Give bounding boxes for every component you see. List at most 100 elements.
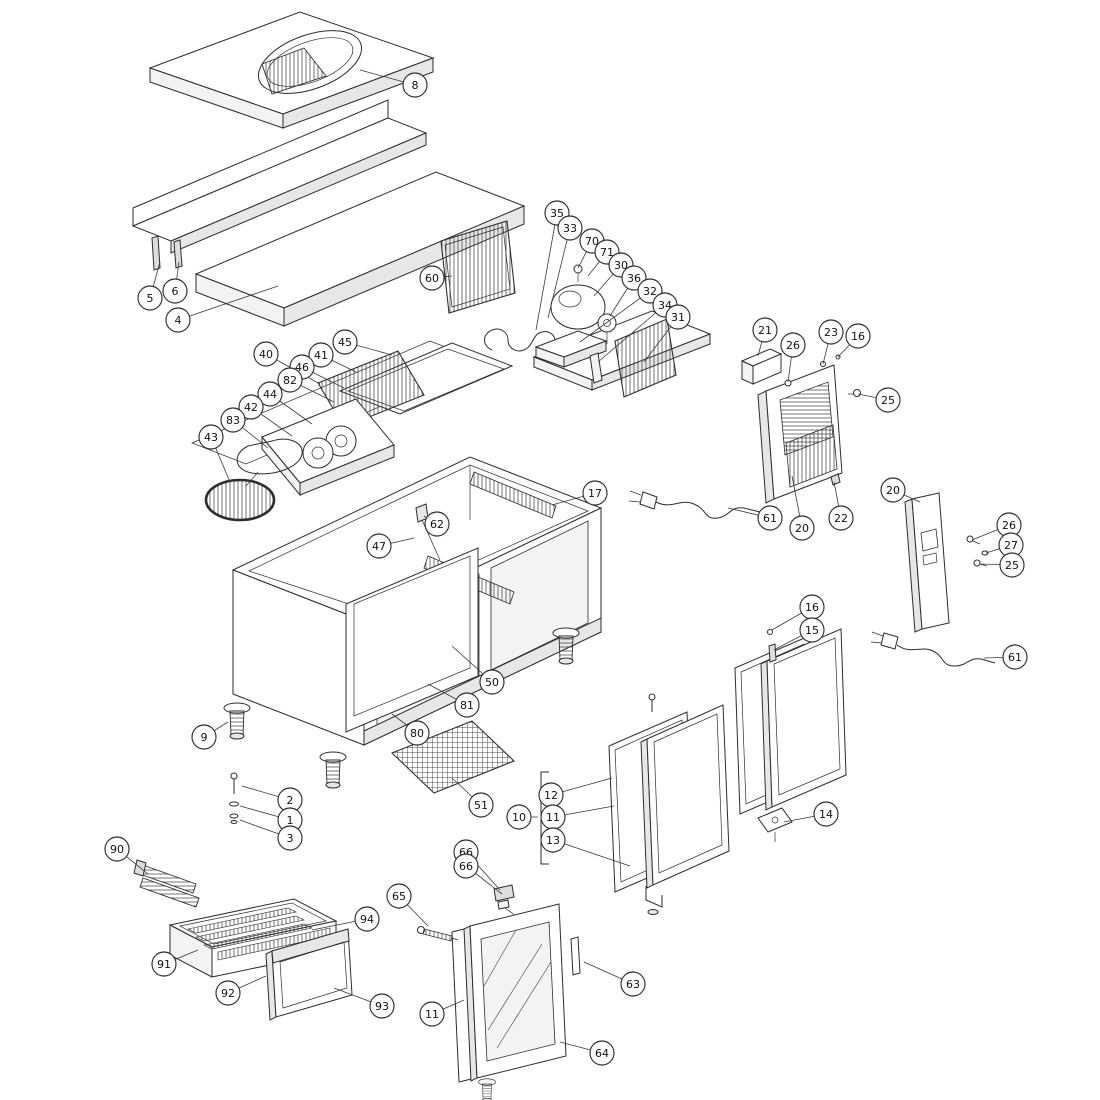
callout-31: 31 xyxy=(665,304,691,330)
svg-text:20: 20 xyxy=(886,484,900,497)
callout-2: 2 xyxy=(277,787,303,813)
svg-text:23: 23 xyxy=(824,326,838,339)
power-cord-2 xyxy=(870,631,996,667)
drawer-rails xyxy=(133,859,200,908)
svg-text:62: 62 xyxy=(430,518,444,531)
callout-27: 27 xyxy=(998,532,1024,558)
svg-text:91: 91 xyxy=(157,958,171,971)
svg-text:3: 3 xyxy=(287,832,294,845)
glass-pane xyxy=(480,921,556,1062)
adjustable-foot-2 xyxy=(319,751,347,789)
glass-door xyxy=(451,903,581,1100)
callout-3: 3 xyxy=(277,825,303,851)
control-panel xyxy=(904,492,950,633)
callout-41: 41 xyxy=(308,342,334,368)
svg-text:10: 10 xyxy=(512,811,526,824)
callout-12: 12 xyxy=(538,782,564,808)
power-cord xyxy=(628,490,761,519)
svg-text:25: 25 xyxy=(881,394,895,407)
callout-4: 4 xyxy=(165,307,191,333)
drawer-front xyxy=(265,928,353,1021)
wire-shelf xyxy=(391,720,515,794)
switch-box xyxy=(740,348,783,385)
svg-text:11: 11 xyxy=(425,1008,439,1021)
svg-text:4: 4 xyxy=(175,314,182,327)
svg-text:63: 63 xyxy=(626,978,640,991)
callout-93: 93 xyxy=(369,993,395,1019)
svg-text:30: 30 xyxy=(614,259,628,272)
drier-filter xyxy=(589,352,603,384)
drain-hose-loop xyxy=(236,438,303,475)
screw-65 xyxy=(417,926,459,942)
callout-61: 61 xyxy=(1002,644,1028,670)
svg-text:45: 45 xyxy=(338,336,352,349)
callout-45: 45 xyxy=(332,329,358,355)
callout-14: 14 xyxy=(813,801,839,827)
svg-text:5: 5 xyxy=(147,292,154,305)
svg-text:41: 41 xyxy=(314,349,328,362)
svg-text:60: 60 xyxy=(425,272,439,285)
condenser-grille xyxy=(440,220,516,314)
callout-43: 43 xyxy=(198,424,224,450)
callout-16: 16 xyxy=(799,594,825,620)
svg-text:64: 64 xyxy=(595,1047,609,1060)
svg-text:31: 31 xyxy=(671,311,685,324)
svg-text:51: 51 xyxy=(474,799,488,812)
sink-grate xyxy=(261,47,327,95)
svg-text:27: 27 xyxy=(1004,539,1018,552)
slide-rail xyxy=(469,471,557,519)
callout-22: 22 xyxy=(828,505,854,531)
callout-61: 61 xyxy=(757,505,783,531)
svg-text:44: 44 xyxy=(263,388,277,401)
callout-23: 23 xyxy=(818,319,844,345)
cabinet-body xyxy=(231,456,603,746)
callout-66: 66 xyxy=(453,853,479,879)
svg-text:43: 43 xyxy=(204,431,218,444)
svg-text:61: 61 xyxy=(1008,651,1022,664)
compressor-assembly xyxy=(484,264,712,398)
svg-text:71: 71 xyxy=(600,246,614,259)
svg-text:65: 65 xyxy=(392,890,406,903)
callout-11: 11 xyxy=(419,1001,445,1027)
callout-21: 21 xyxy=(752,317,778,343)
callout-47: 47 xyxy=(366,533,392,559)
door-pin-16 xyxy=(767,629,773,635)
callout-50: 50 xyxy=(479,669,505,695)
callout-5: 5 xyxy=(137,285,163,311)
condenser-coil xyxy=(614,318,677,398)
callout-91: 91 xyxy=(151,951,177,977)
callout-60: 60 xyxy=(419,265,445,291)
callout-15: 15 xyxy=(799,617,825,643)
callout-63: 63 xyxy=(620,971,646,997)
svg-text:14: 14 xyxy=(819,808,833,821)
callout-20: 20 xyxy=(880,477,906,503)
mounting-bolt xyxy=(573,264,583,274)
svg-text:11: 11 xyxy=(546,811,560,824)
fan-motor xyxy=(597,313,617,333)
svg-text:32: 32 xyxy=(643,285,657,298)
svg-text:16: 16 xyxy=(851,330,865,343)
callout-90: 90 xyxy=(104,836,130,862)
svg-text:40: 40 xyxy=(259,348,273,361)
svg-text:80: 80 xyxy=(410,727,424,740)
door-left xyxy=(608,693,730,915)
compressor-body xyxy=(550,284,606,330)
display-window xyxy=(920,528,939,552)
callout-8: 8 xyxy=(402,72,428,98)
callout-17: 17 xyxy=(582,480,608,506)
callout-13: 13 xyxy=(540,827,566,853)
callout-25: 25 xyxy=(875,387,901,413)
svg-text:2: 2 xyxy=(287,794,294,807)
side-panel xyxy=(740,348,861,504)
svg-text:13: 13 xyxy=(546,834,560,847)
svg-text:21: 21 xyxy=(758,324,772,337)
callout-80: 80 xyxy=(404,720,430,746)
svg-text:34: 34 xyxy=(658,299,672,312)
hinge-bracket-14 xyxy=(757,807,793,842)
callout-94: 94 xyxy=(354,906,380,932)
svg-text:46: 46 xyxy=(295,361,309,374)
svg-text:8: 8 xyxy=(412,79,419,92)
callout-82: 82 xyxy=(277,367,303,393)
callout-51: 51 xyxy=(468,792,494,818)
svg-text:70: 70 xyxy=(585,235,599,248)
